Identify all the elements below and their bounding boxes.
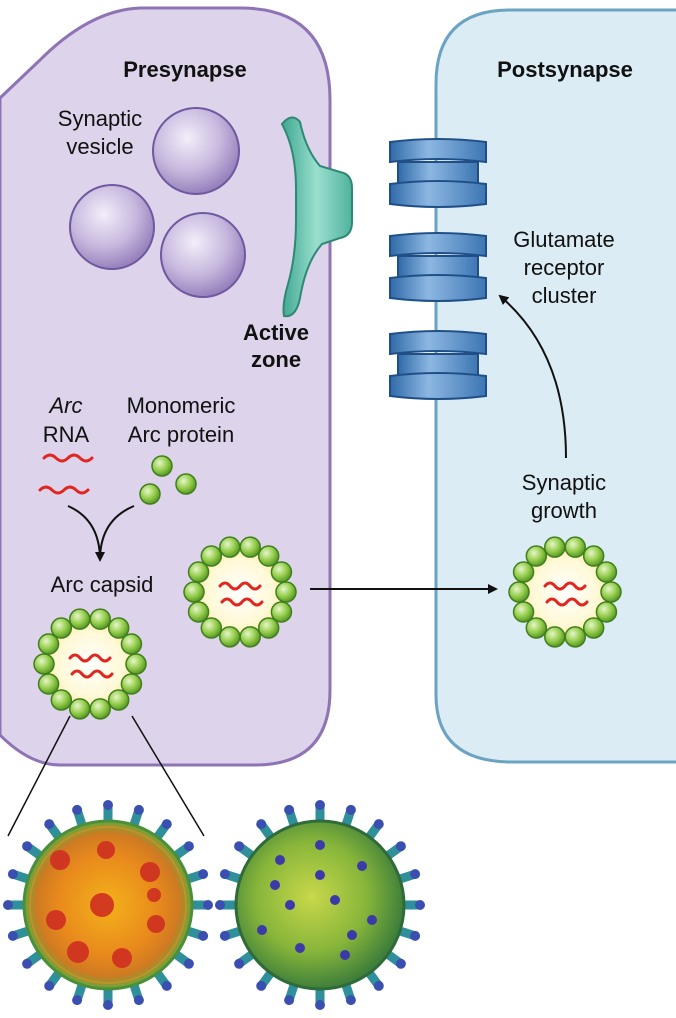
glutamate-receptor-label-line3: cluster <box>532 283 597 308</box>
synaptic-vesicle-label-line1: Synaptic <box>58 106 142 131</box>
arc-rna-label-line2: RNA <box>43 422 90 447</box>
glutamate-receptor-label-line2: receptor <box>524 255 605 280</box>
postsynapse-label: Postsynapse <box>497 57 633 82</box>
monomeric-arc-protein-label-line1: Monomeric <box>127 393 236 418</box>
cryo-em-capsid-interior-icon <box>3 800 213 1010</box>
assembly-arrow <box>67 505 135 562</box>
cryo-em-capsid-exterior-icon <box>215 800 425 1010</box>
zoom-lines <box>7 715 205 837</box>
synaptic-growth-label-line1: Synaptic <box>522 470 606 495</box>
monomeric-arc-protein-icon <box>139 455 197 505</box>
monomeric-arc-protein-label-line2: Arc protein <box>128 422 234 447</box>
synaptic-vesicle-icon <box>69 107 246 298</box>
synaptic-vesicle-label-line2: vesicle <box>66 134 133 159</box>
growth-arrow <box>498 294 567 459</box>
active-zone-label-line2: zone <box>251 347 301 372</box>
arc-capsid-label: Arc capsid <box>51 572 154 597</box>
arc-capsid-icon <box>508 536 622 648</box>
presynapse-label: Presynapse <box>123 57 247 82</box>
synaptic-growth-label-line2: growth <box>531 498 597 523</box>
arc-capsid-icon <box>33 608 147 720</box>
arc-capsid-icon <box>183 536 297 648</box>
glutamate-receptor-icon <box>389 138 487 400</box>
glutamate-receptor-label-line1: Glutamate <box>513 227 615 252</box>
active-zone-icon <box>280 116 353 318</box>
arc-rna-label-line1: Arc <box>48 393 83 418</box>
arc-rna-icon <box>38 453 94 495</box>
active-zone-label-line1: Active <box>243 320 309 345</box>
